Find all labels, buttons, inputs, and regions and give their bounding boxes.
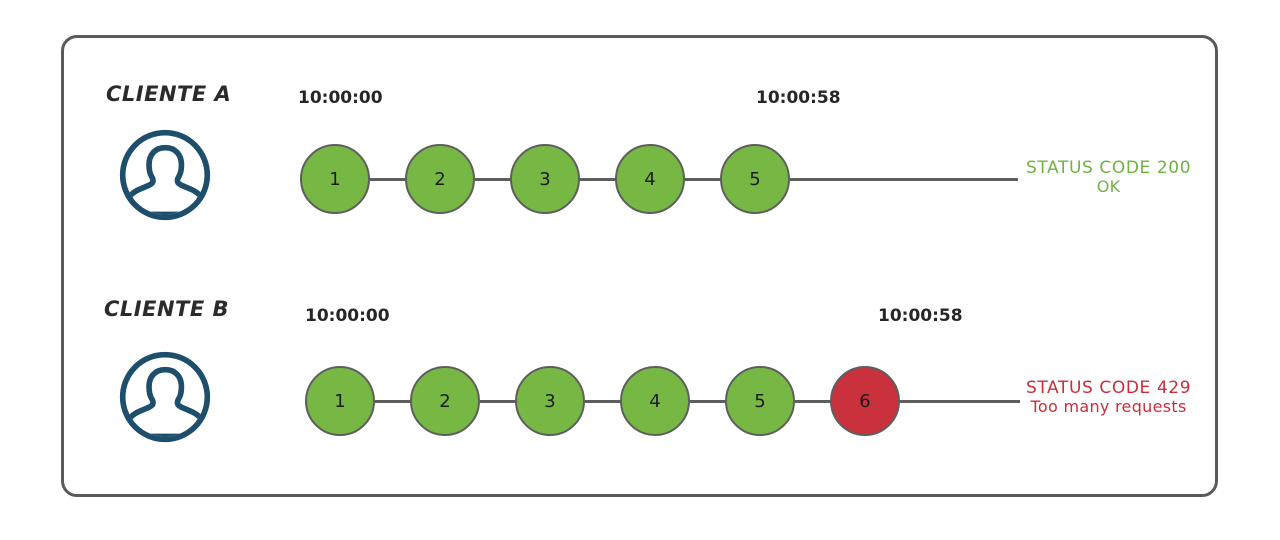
connector <box>580 178 617 181</box>
request-node-number: 3 <box>544 390 556 412</box>
request-node-number: 3 <box>539 168 551 190</box>
request-chain-a: 1 2 3 4 5 <box>300 144 1020 218</box>
connector-to-status <box>790 178 1018 181</box>
request-node[interactable]: 2 <box>405 144 475 214</box>
user-avatar-icon <box>118 350 212 444</box>
connector <box>480 400 517 403</box>
request-node-number: 4 <box>649 390 661 412</box>
timestamp-start-a: 10:00:00 <box>298 88 383 108</box>
connector <box>585 400 622 403</box>
request-node-number: 4 <box>644 168 656 190</box>
request-node-number: 1 <box>334 390 346 412</box>
status-text-line: Too many requests <box>1030 397 1187 417</box>
request-node-number: 5 <box>749 168 761 190</box>
status-text-line: OK <box>1096 177 1121 197</box>
connector <box>370 178 407 181</box>
connector <box>475 178 512 181</box>
connector-to-status <box>900 400 1020 403</box>
status-code-line: STATUS CODE 200 <box>1026 158 1192 178</box>
timestamp-start-b: 10:00:00 <box>305 306 390 326</box>
request-node-number: 2 <box>439 390 451 412</box>
connector <box>685 178 722 181</box>
request-node[interactable]: 2 <box>410 366 480 436</box>
status-badge-b: STATUS CODE 429 Too many requests <box>1026 378 1191 417</box>
status-badge-a: STATUS CODE 200 OK <box>1026 158 1191 197</box>
request-node-blocked[interactable]: 6 <box>830 366 900 436</box>
status-code-line: STATUS CODE 429 <box>1026 378 1192 398</box>
client-label-a: CLIENTE A <box>106 82 232 106</box>
request-chain-b: 1 2 3 4 5 6 <box>305 366 1025 440</box>
request-node[interactable]: 3 <box>510 144 580 214</box>
request-node[interactable]: 4 <box>620 366 690 436</box>
request-node-number: 6 <box>859 390 871 412</box>
connector <box>375 400 412 403</box>
request-node[interactable]: 3 <box>515 366 585 436</box>
request-node-number: 2 <box>434 168 446 190</box>
request-node[interactable]: 1 <box>305 366 375 436</box>
request-node[interactable]: 5 <box>725 366 795 436</box>
connector <box>795 400 832 403</box>
connector <box>690 400 727 403</box>
request-node-number: 5 <box>754 390 766 412</box>
request-node[interactable]: 1 <box>300 144 370 214</box>
client-label-b: CLIENTE B <box>104 297 230 321</box>
user-avatar-icon <box>118 128 212 222</box>
request-node[interactable]: 4 <box>615 144 685 214</box>
request-node-number: 1 <box>329 168 341 190</box>
timestamp-end-b: 10:00:58 <box>878 306 963 326</box>
timestamp-end-a: 10:00:58 <box>756 88 841 108</box>
request-node[interactable]: 5 <box>720 144 790 214</box>
